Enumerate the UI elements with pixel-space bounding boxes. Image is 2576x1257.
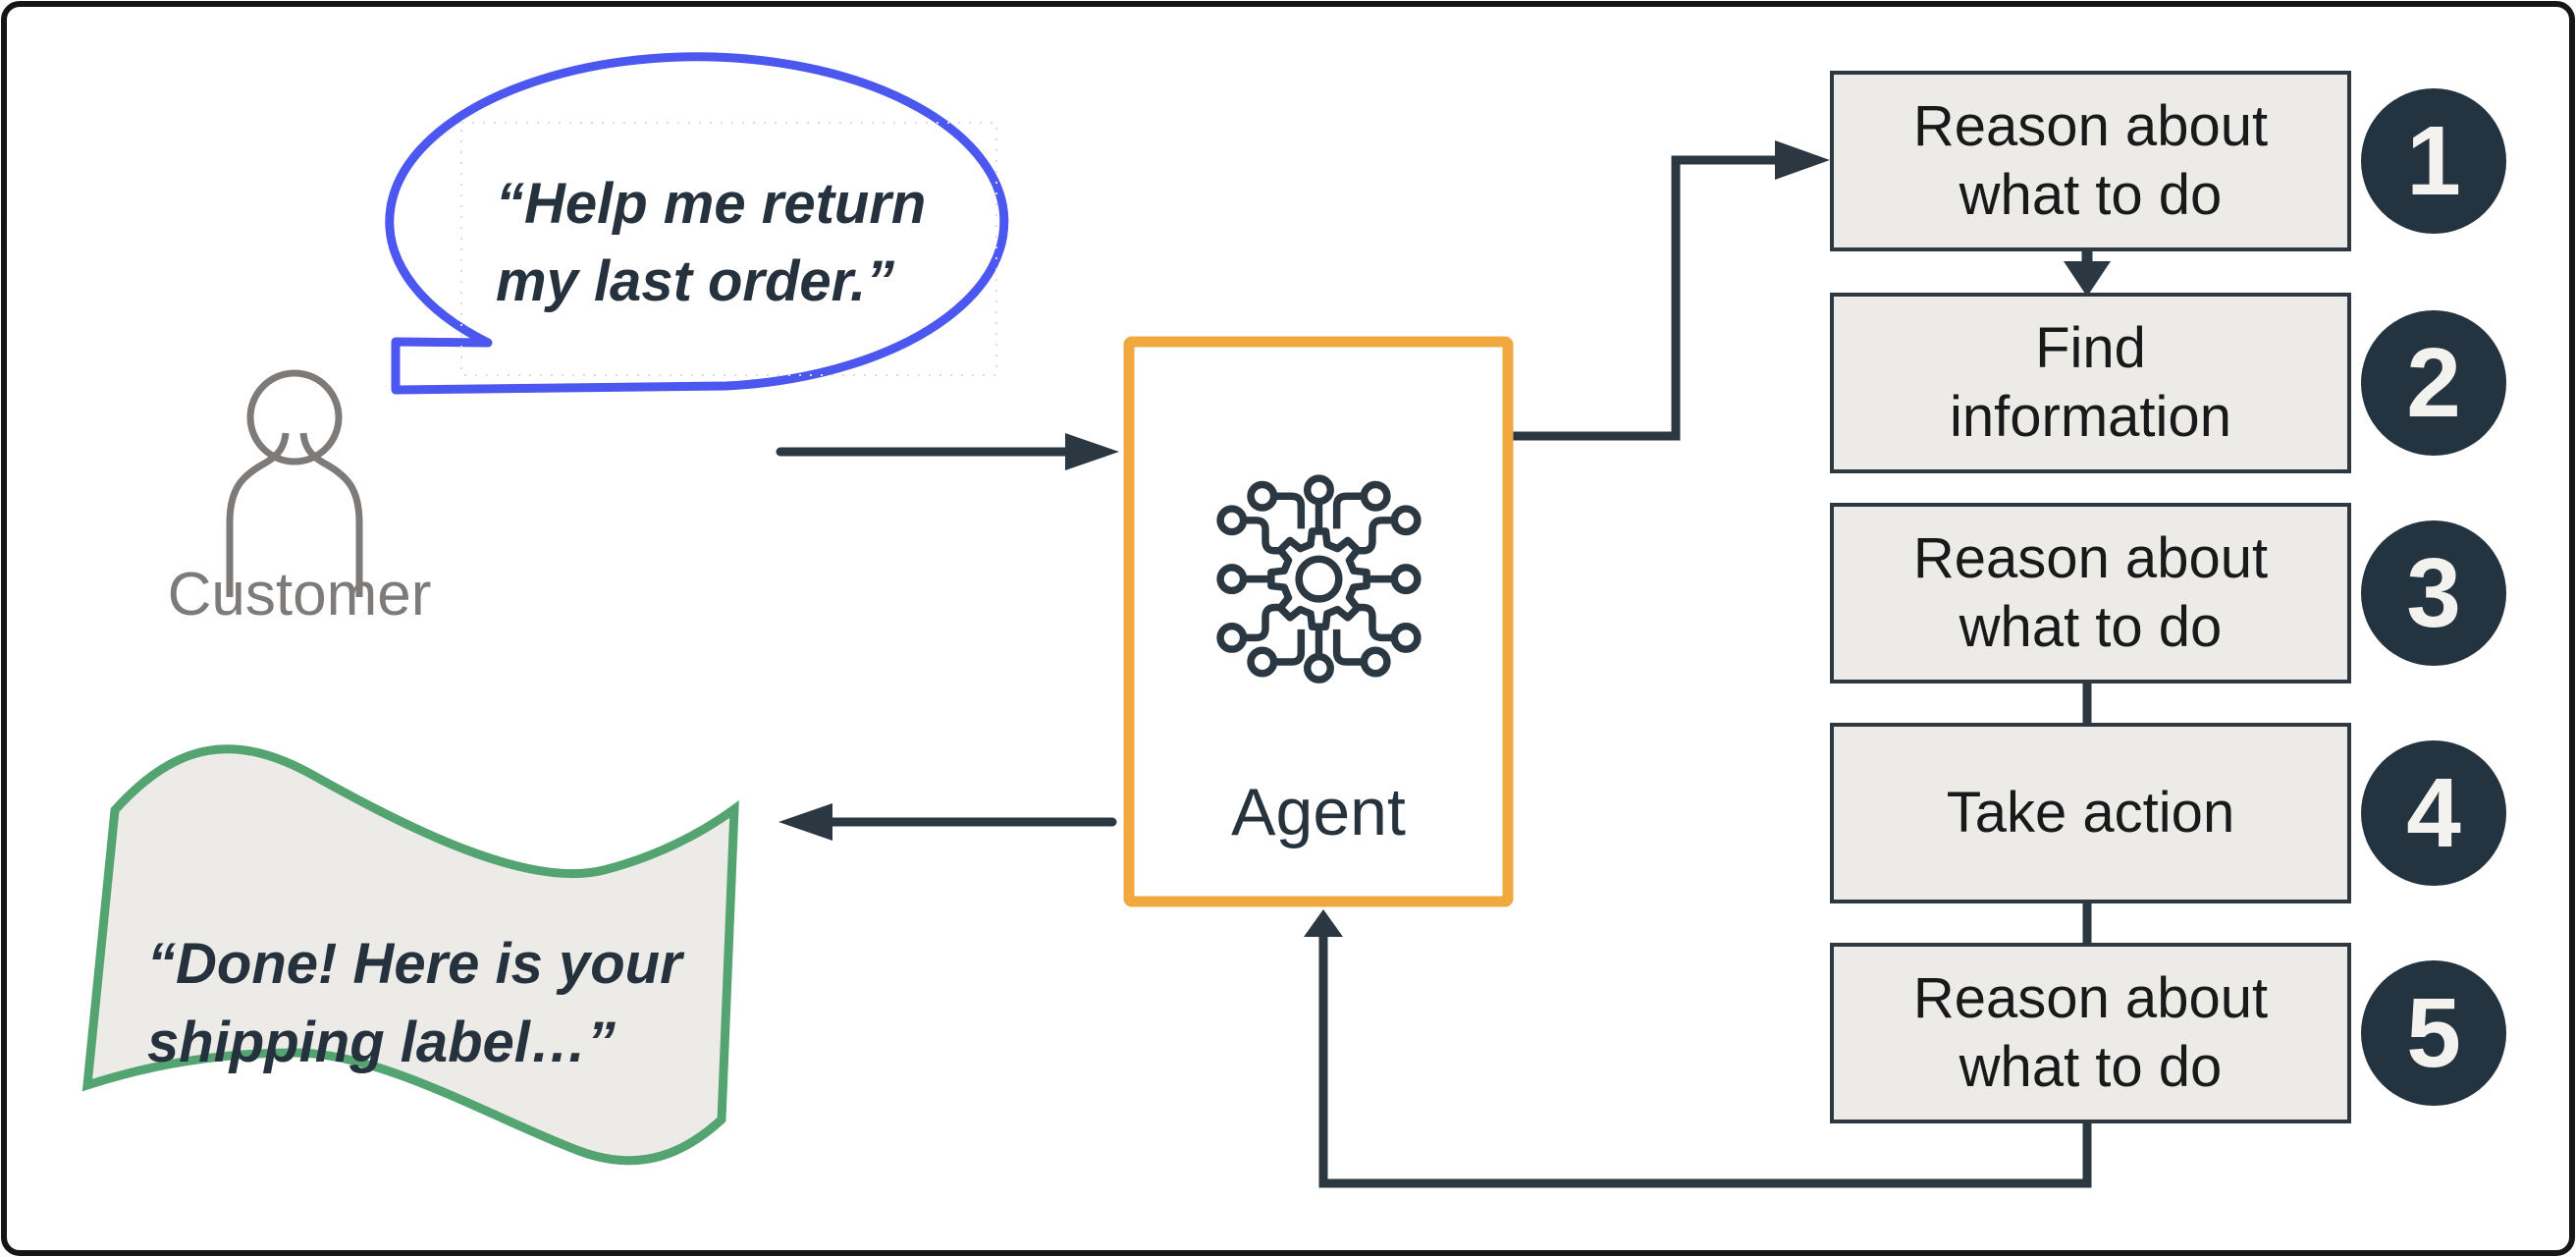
customer-person-icon bbox=[226, 369, 363, 597]
step-label-2: Find information bbox=[1832, 295, 2349, 471]
step5-to-agent-feedback-arrow-icon bbox=[1304, 909, 2092, 1188]
step-number-4: 4 bbox=[2406, 757, 2461, 868]
text-selection-dotted-box bbox=[460, 122, 997, 376]
step-box-3 bbox=[1830, 503, 2351, 683]
step1-to-step2-arrow-icon bbox=[2064, 249, 2111, 297]
step-5-line-1: Reason about bbox=[1912, 966, 2269, 1030]
step-4-line-1: Take action bbox=[1946, 781, 2235, 845]
step-badge-3 bbox=[2361, 520, 2506, 666]
step-label-3: Reason about what to do bbox=[1832, 505, 2349, 682]
step-box-1 bbox=[1830, 71, 2351, 251]
step-badge-1 bbox=[2361, 88, 2506, 234]
speech-bubble-icon bbox=[385, 52, 1009, 395]
response-banner-flag-icon bbox=[81, 744, 739, 1166]
step-3-line-2: what to do bbox=[1959, 595, 2223, 659]
arrow-head-right bbox=[1065, 433, 1119, 470]
banner-line-2: shipping label…” bbox=[147, 1011, 616, 1074]
step-5-line-2: what to do bbox=[1959, 1035, 2223, 1099]
step-3-line-1: Reason about bbox=[1912, 526, 2269, 590]
step-number-3: 3 bbox=[2406, 537, 2461, 648]
step-1-line-1: Reason about bbox=[1912, 94, 2269, 158]
arrow-head-left bbox=[778, 803, 832, 841]
step-number-5: 5 bbox=[2406, 977, 2461, 1088]
arrow-shaft bbox=[1318, 935, 2092, 1188]
agent-to-customer-arrow-icon bbox=[778, 803, 1117, 841]
arrow-head-right bbox=[1775, 140, 1830, 180]
response-banner-text: “Done! Here is your shipping label…” bbox=[147, 925, 717, 1082]
agent-label: Agent bbox=[1231, 775, 1406, 849]
step-label-1: Reason about what to do bbox=[1832, 73, 2349, 249]
speech-bubble-text: “Help me return my last order.” bbox=[496, 165, 967, 320]
agent-circuit-gear-icon bbox=[1216, 474, 1422, 683]
banner-line-1: “Done! Here is your bbox=[147, 932, 682, 996]
person-head bbox=[246, 369, 343, 465]
step-badge-2 bbox=[2361, 310, 2506, 456]
speech-line-2: my last order.” bbox=[496, 249, 895, 313]
step-box-2 bbox=[1830, 293, 2351, 473]
step-badge-5 bbox=[2361, 960, 2506, 1106]
step-number-2: 2 bbox=[2406, 327, 2461, 438]
speech-line-1: “Help me return bbox=[496, 172, 927, 236]
agent-box bbox=[1123, 336, 1514, 907]
step-badge-4 bbox=[2361, 740, 2506, 886]
step-box-5 bbox=[1830, 943, 2351, 1123]
arrow-shaft bbox=[1513, 155, 1777, 441]
arrow-head-up bbox=[1304, 909, 1343, 937]
step-2-line-1: Find bbox=[2035, 316, 2146, 380]
step-2-line-2: information bbox=[1950, 385, 2231, 449]
person-shoulders bbox=[226, 432, 363, 597]
step-number-1: 1 bbox=[2406, 105, 2461, 216]
gear-outline-icon bbox=[1267, 527, 1370, 630]
circuit-branches bbox=[1216, 474, 1422, 683]
step-label-5: Reason about what to do bbox=[1832, 945, 2349, 1121]
customer-label: Customer bbox=[167, 560, 432, 628]
step-1-line-2: what to do bbox=[1959, 163, 2223, 227]
agent-to-step1-arrow-icon bbox=[1513, 140, 1830, 441]
customer-to-agent-arrow-icon bbox=[776, 433, 1119, 470]
gear-center-circle bbox=[1295, 555, 1343, 603]
step-label-4: Take action bbox=[1832, 725, 2349, 902]
